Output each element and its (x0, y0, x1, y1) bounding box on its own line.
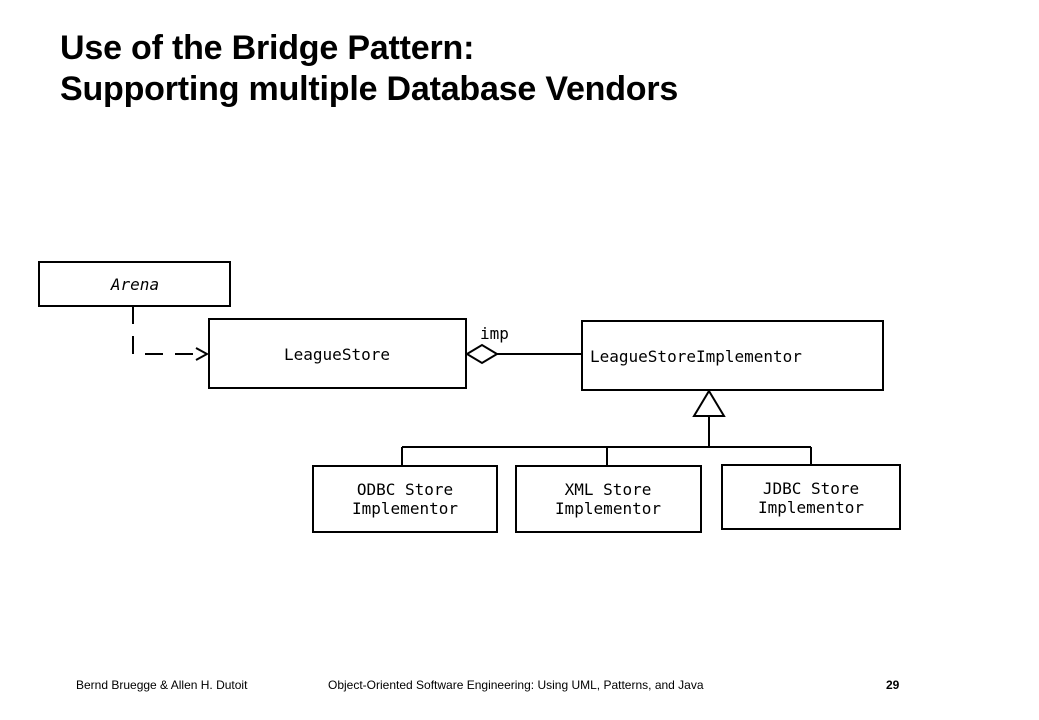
slide-title: Use of the Bridge Pattern: Supporting mu… (60, 28, 678, 110)
class-jdbc-label-line-1: JDBC Store (763, 479, 859, 498)
class-league-store-label: LeagueStore (284, 345, 390, 364)
footer-book-title: Object-Oriented Software Engineering: Us… (328, 678, 704, 692)
class-xml-label-line-2: Implementor (555, 499, 661, 518)
class-jdbc-store-implementor: JDBC Store Implementor (721, 464, 901, 530)
generalization-triangle (692, 389, 726, 417)
aggregation-role-label: imp (480, 324, 509, 343)
class-implementor-label: LeagueStoreImplementor (590, 347, 802, 366)
footer-page-number: 29 (886, 678, 900, 692)
class-xml-store-implementor: XML Store Implementor (515, 465, 702, 533)
class-league-store: LeagueStore (208, 318, 467, 389)
class-xml-label-line-1: XML Store (565, 480, 652, 499)
class-arena-label: Arena (110, 275, 159, 294)
class-arena: Arena (38, 261, 231, 307)
class-odbc-store-implementor: ODBC Store Implementor (312, 465, 498, 533)
slide-title-line-2: Supporting multiple Database Vendors (60, 70, 679, 108)
dependency-arrow (132, 306, 207, 354)
slide-title-line-1: Use of the Bridge Pattern: (60, 29, 475, 67)
class-league-store-implementor: LeagueStoreImplementor (581, 320, 884, 391)
aggregation-association: imp (465, 324, 581, 365)
class-jdbc-label-line-2: Implementor (758, 498, 864, 517)
footer-authors: Bernd Bruegge & Allen H. Dutoit (76, 678, 248, 692)
class-odbc-label-line-2: Implementor (352, 499, 458, 518)
aggregation-diamond (465, 343, 499, 365)
generalization-tree (401, 389, 812, 465)
class-odbc-label-line-1: ODBC Store (357, 480, 453, 499)
